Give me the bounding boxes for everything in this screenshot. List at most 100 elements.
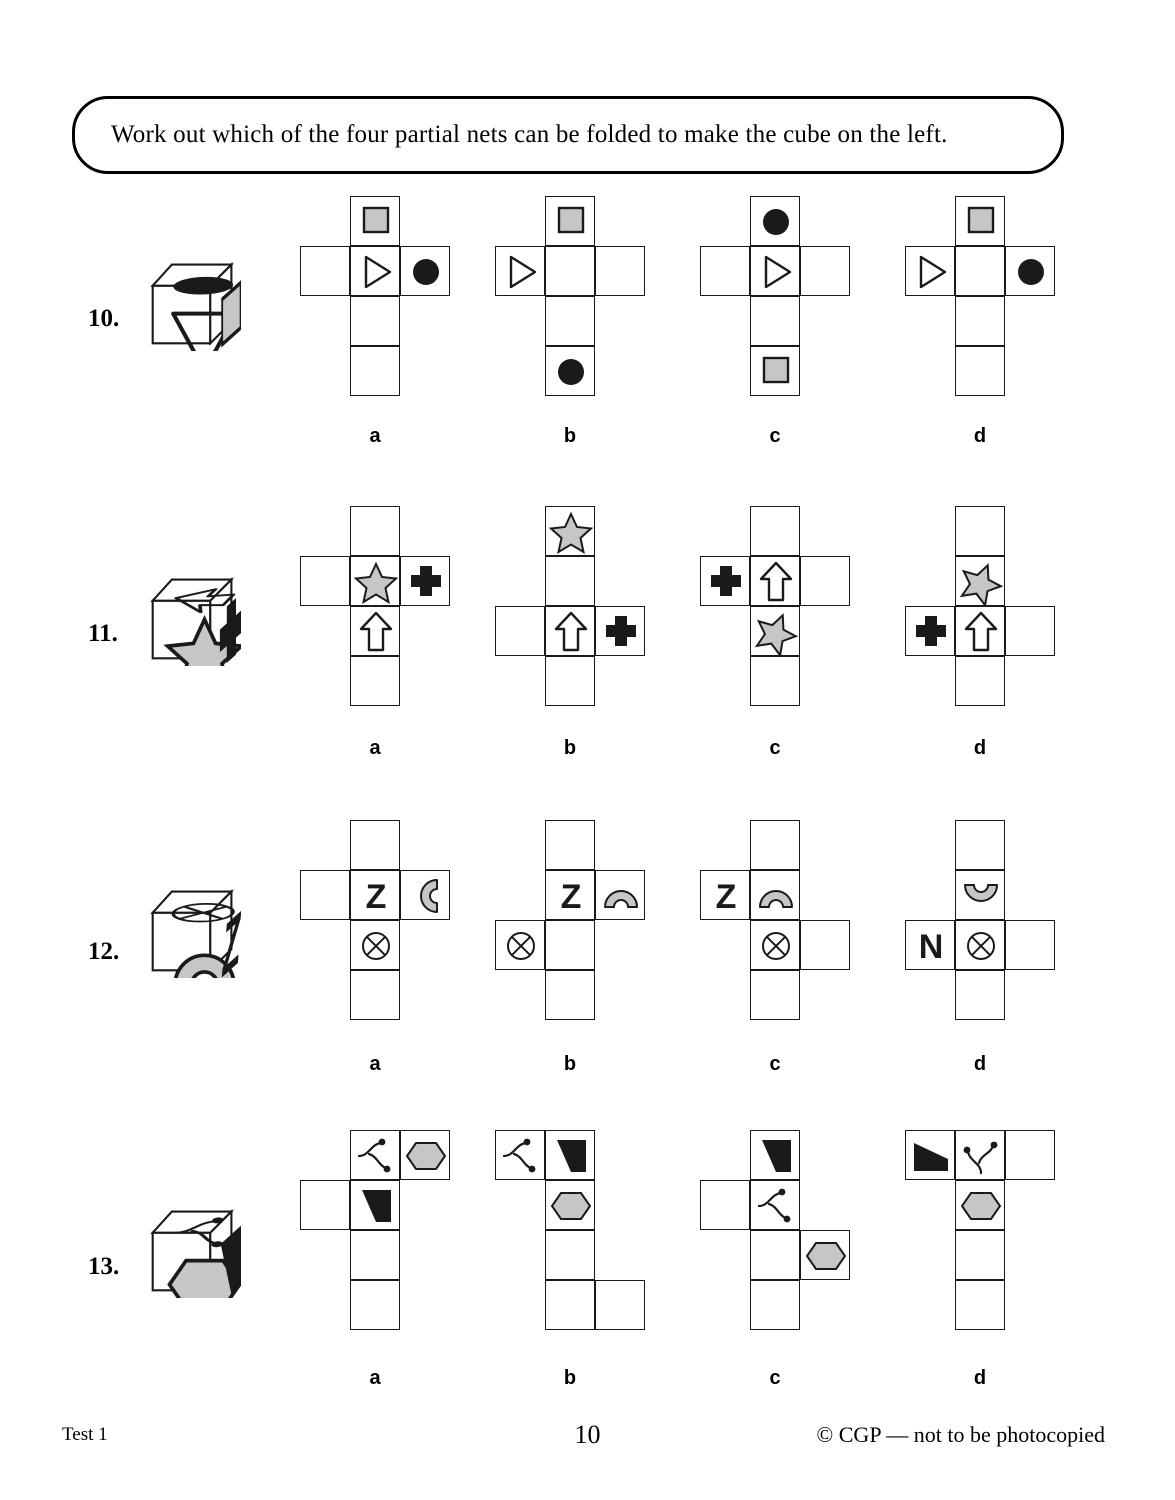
net-cell-letter-z: Z <box>700 870 750 920</box>
net-cell-black-circle <box>750 196 800 246</box>
net-cell-crossed-circle <box>750 920 800 970</box>
net-cell-empty <box>1005 1130 1055 1180</box>
net-cell-gray-star-tilted <box>955 556 1005 607</box>
net-option-c[interactable] <box>700 506 850 706</box>
net-cell-empty <box>350 970 400 1020</box>
net-cell-letter-z: Z <box>545 870 595 920</box>
net-option-d[interactable] <box>905 506 1055 706</box>
net-option-b[interactable] <box>495 1130 645 1330</box>
net-cell-empty <box>300 1180 350 1230</box>
option-label-c: c <box>769 1053 781 1075</box>
net-cell-empty <box>955 506 1005 556</box>
net-cell-black-trapezoid-flat <box>905 1130 955 1180</box>
net-cell-squiggle <box>750 1180 800 1230</box>
net-cell-empty <box>955 820 1005 870</box>
net-cell-arrow-up-outline <box>955 606 1005 656</box>
net-cell-empty <box>545 556 595 606</box>
net-cell-right-triangle-outline <box>750 246 800 296</box>
question-number: 12. <box>88 938 120 965</box>
option-label-d: d <box>973 1367 987 1389</box>
net-option-b[interactable]: Z <box>495 820 645 1020</box>
cube-figure <box>150 262 242 373</box>
net-cell-gray-hexagon <box>800 1230 850 1280</box>
footer-page-number: 10 <box>574 1420 601 1449</box>
net-cell-black-trapezoid <box>545 1130 595 1180</box>
net-cell-gray-star <box>350 556 400 606</box>
net-cell-empty <box>800 246 850 296</box>
net-cell-gray-hexagon <box>400 1130 450 1180</box>
net-cell-empty <box>750 820 800 870</box>
net-option-d[interactable] <box>905 1130 1055 1330</box>
net-cell-empty <box>300 870 350 920</box>
net-cell-right-triangle-outline <box>350 246 400 296</box>
net-cell-empty <box>750 656 800 706</box>
option-label-b: b <box>563 737 577 759</box>
net-cell-gray-hexagon <box>955 1180 1005 1230</box>
net-cell-gray-star-tilted <box>750 606 800 657</box>
net-cell-empty <box>955 346 1005 396</box>
option-label-b: b <box>563 1053 577 1075</box>
net-option-b[interactable] <box>495 506 645 706</box>
net-option-a[interactable] <box>300 1130 450 1330</box>
net-cell-black-circle <box>545 346 595 396</box>
net-cell-crossed-circle <box>350 920 400 970</box>
net-cell-gray-star <box>545 506 595 556</box>
instruction-text: Work out which of the four partial nets … <box>111 121 948 148</box>
net-cell-right-triangle-outline <box>495 246 545 296</box>
net-cell-arch-down <box>955 870 1005 920</box>
net-option-b[interactable] <box>495 196 645 396</box>
net-cell-arch-up <box>750 870 800 920</box>
net-cell-empty <box>300 246 350 296</box>
net-cell-black-cross <box>400 556 450 606</box>
net-cell-letter-n: N <box>905 920 955 970</box>
net-cell-gray-square <box>750 346 800 396</box>
page-footer: Test 1 10 © CGP — not to be photocopied <box>0 1420 1175 1464</box>
net-cell-empty <box>700 246 750 296</box>
net-cell-empty <box>955 970 1005 1020</box>
net-cell-empty <box>1005 920 1055 970</box>
net-cell-empty <box>350 820 400 870</box>
net-cell-empty <box>350 296 400 346</box>
cube-illustration <box>145 255 242 373</box>
net-option-c[interactable]: Z <box>700 820 850 1020</box>
net-cell-empty <box>955 656 1005 706</box>
net-option-d[interactable]: N <box>905 820 1055 1020</box>
net-cell-black-cross <box>595 606 645 656</box>
cube-figure: Z <box>150 889 242 994</box>
net-option-a[interactable] <box>300 196 450 396</box>
net-cell-empty <box>545 1280 595 1330</box>
svg-text:Z: Z <box>716 878 737 916</box>
net-cell-gray-square <box>350 196 400 246</box>
net-cell-arrow-up-outline <box>750 556 800 606</box>
net-cell-arch-up <box>595 870 645 920</box>
option-label-d: d <box>973 1053 987 1075</box>
net-cell-empty <box>545 970 595 1020</box>
net-cell-empty <box>750 1280 800 1330</box>
cube-figure <box>150 1209 243 1311</box>
net-cell-empty <box>545 246 595 296</box>
net-option-c[interactable] <box>700 196 850 396</box>
option-label-b: b <box>563 425 577 447</box>
cube-illustration <box>145 1202 243 1311</box>
net-cell-black-cross <box>905 606 955 656</box>
question-number: 11. <box>88 620 118 647</box>
option-label-a: a <box>369 1367 381 1389</box>
net-option-d[interactable] <box>905 196 1055 396</box>
net-option-a[interactable] <box>300 506 450 706</box>
net-cell-black-trapezoid <box>750 1130 800 1180</box>
net-cell-empty <box>545 920 595 970</box>
question-number: 10. <box>88 305 120 332</box>
net-cell-crossed-circle <box>955 920 1005 970</box>
net-cell-empty <box>350 1280 400 1330</box>
net-cell-empty <box>955 246 1005 296</box>
net-cell-empty <box>545 1230 595 1280</box>
net-cell-empty <box>750 970 800 1020</box>
net-cell-squiggle <box>495 1130 545 1180</box>
net-option-c[interactable] <box>700 1130 850 1330</box>
net-cell-black-cross <box>700 556 750 606</box>
net-cell-arrow-up-outline <box>350 606 400 656</box>
net-cell-black-circle <box>400 246 450 296</box>
net-cell-black-circle <box>1005 246 1055 296</box>
option-label-d: d <box>973 737 987 759</box>
net-option-a[interactable]: Z <box>300 820 450 1020</box>
